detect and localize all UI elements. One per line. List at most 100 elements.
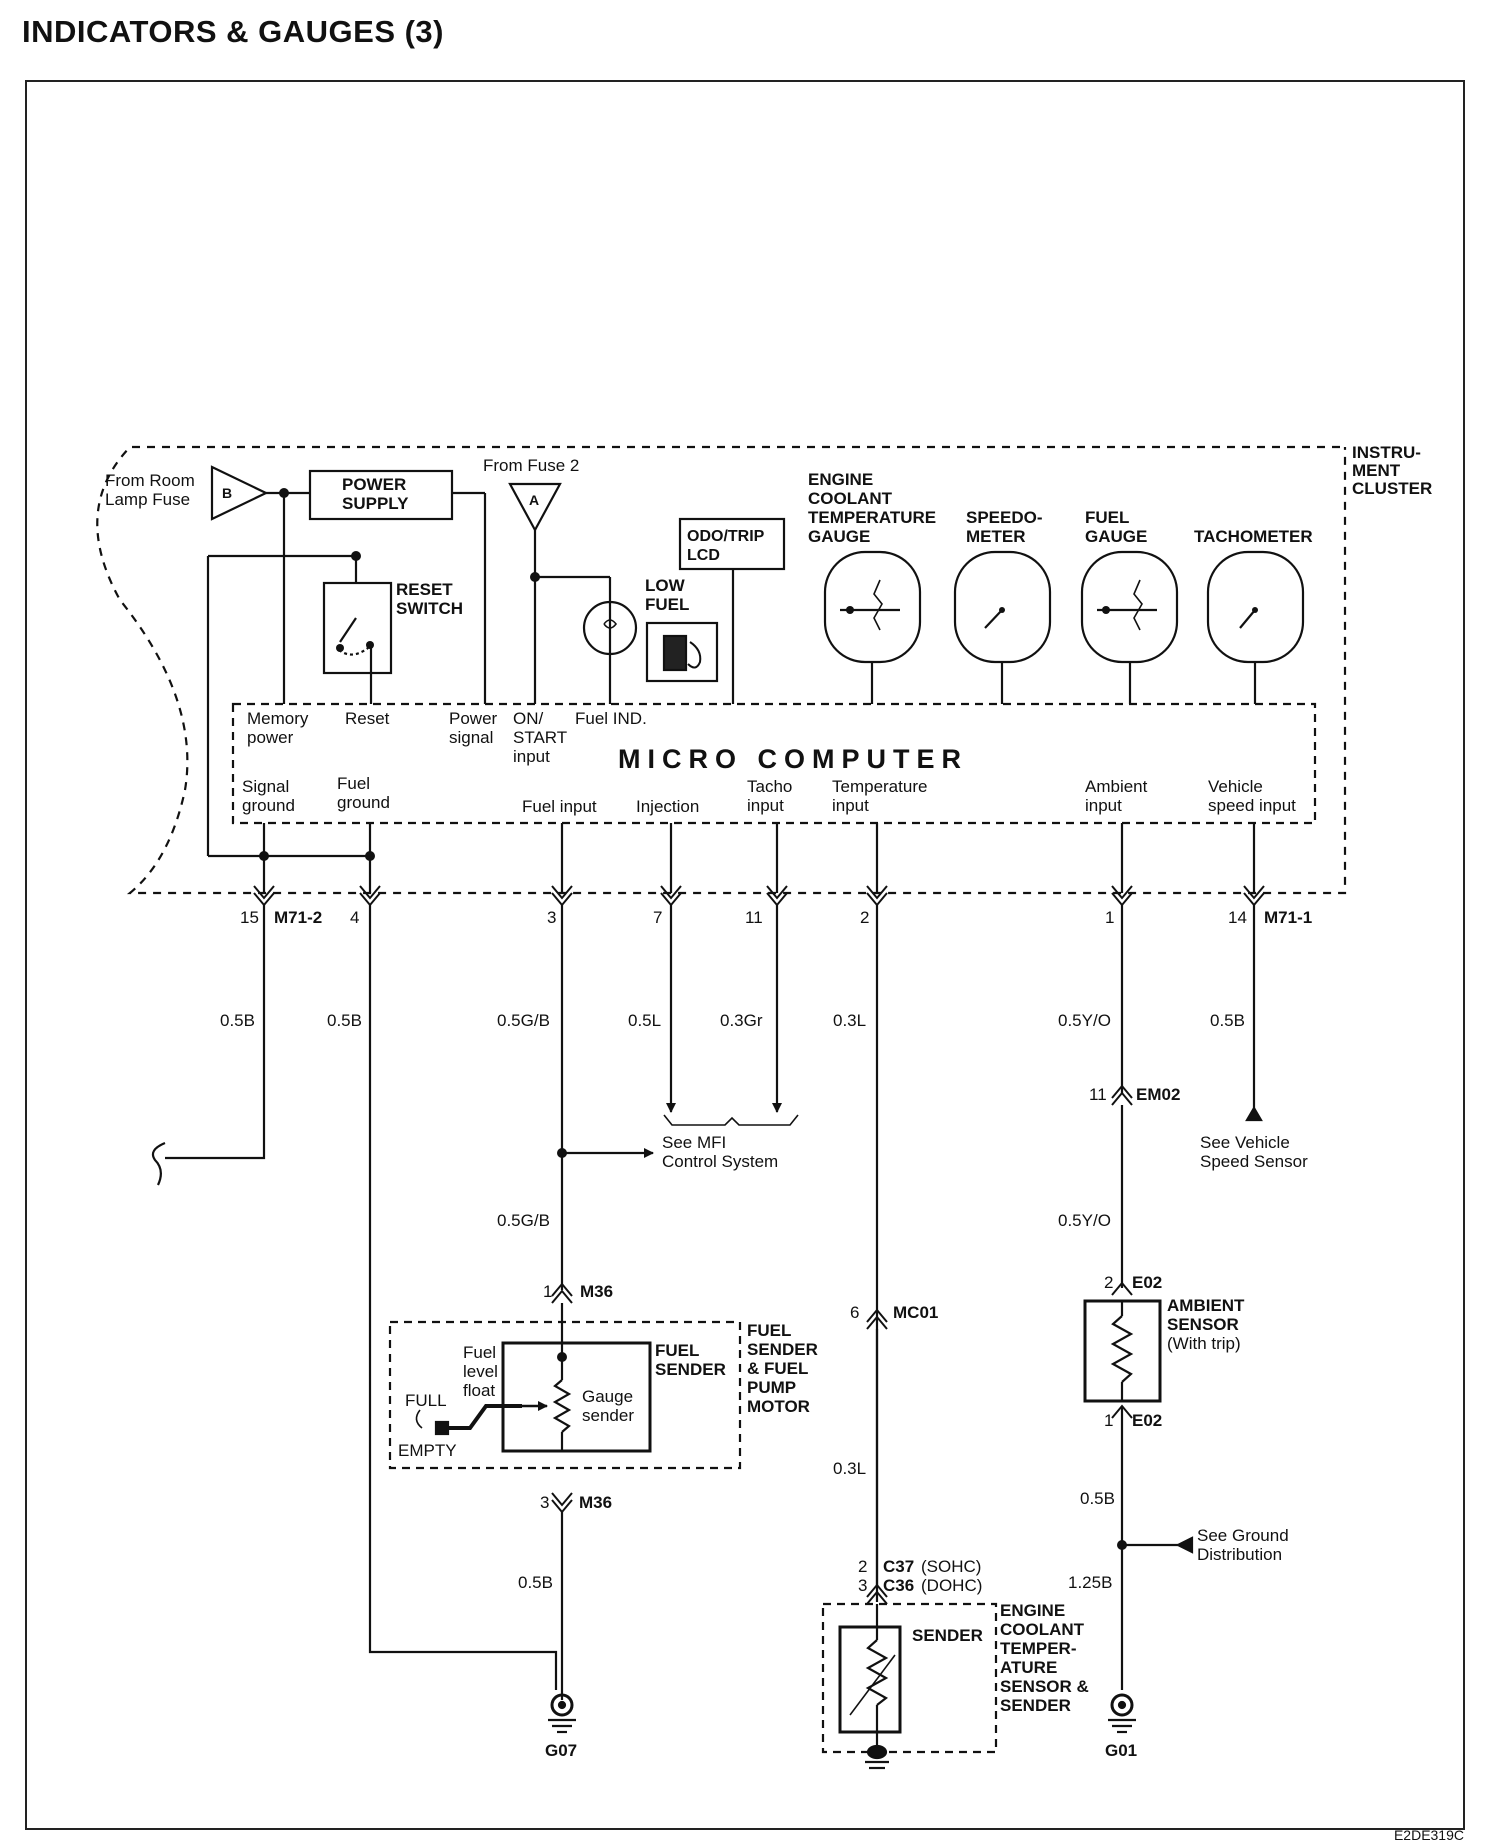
wire-2-label: 0.3L: [833, 1011, 866, 1030]
connector-a-label: A: [529, 492, 539, 508]
m36-top-pin: 1: [543, 1282, 552, 1301]
fuel-gauge-line1: FUEL: [1085, 508, 1129, 527]
fuel-ind-label: Fuel IND.: [575, 709, 647, 728]
speedo-line2: METER: [966, 527, 1026, 546]
fuel-ground-line1: Fuel: [337, 774, 370, 793]
gauge-sender-line2: sender: [582, 1406, 634, 1425]
ambient-sensor-line3: (With trip): [1167, 1334, 1241, 1353]
micro-computer-box: [231, 702, 1317, 825]
coolant-sender-box: [838, 1625, 902, 1734]
empty-label: EMPTY: [398, 1441, 457, 1460]
wire-1b-label: 0.5Y/O: [1058, 1211, 1111, 1230]
wire-15-label: 0.5B: [220, 1011, 255, 1030]
temperature-input-line1: Temperature: [832, 777, 927, 796]
connector-a-triangle: [508, 482, 562, 533]
coolant-sensor-line5: SENSOR &: [1000, 1677, 1089, 1696]
ground-g07-label: G07: [545, 1741, 577, 1760]
ambient-input-line1: Ambient: [1085, 777, 1148, 796]
tachometer-label: TACHOMETER: [1194, 527, 1313, 546]
ground-ref-line2: Distribution: [1197, 1545, 1282, 1564]
low-fuel-lamp: [582, 600, 638, 656]
figure-code: E2DE319C: [1393, 1827, 1464, 1843]
pin-2: 2: [860, 908, 869, 927]
tacho-input-line2: input: [747, 796, 784, 815]
injection-label: Injection: [636, 797, 699, 816]
diagram-frame: [25, 80, 1465, 1830]
from-fuse2-label: From Fuse 2: [483, 456, 579, 475]
connector-b-triangle: [210, 465, 269, 521]
ground-g07-symbol: [548, 1693, 576, 1734]
memory-power-line1: Memory: [247, 709, 309, 728]
cluster-title-line3: CLUSTER: [1352, 479, 1432, 498]
pin-3: 3: [547, 908, 556, 927]
pin-1: 1: [1105, 908, 1114, 927]
wire-2b-label: 0.3L: [833, 1459, 866, 1478]
vehicle-speed-input-line2: speed input: [1208, 796, 1296, 815]
power-supply-line1: POWER: [342, 475, 406, 494]
fuel-sender-box: [501, 1341, 652, 1453]
on-start-line2: START: [513, 728, 567, 747]
low-fuel-line1: LOW: [645, 576, 686, 595]
odo-trip-line2: LCD: [687, 547, 720, 564]
connector-m71-1: M71-1: [1264, 908, 1312, 927]
vehicle-speed-input-line1: Vehicle: [1208, 777, 1263, 796]
c36-name: C36: [883, 1576, 914, 1595]
coolant-gauge-line4: GAUGE: [808, 527, 870, 546]
pin-14: 14: [1228, 908, 1247, 927]
fuel-sender-dashed-box: [388, 1320, 742, 1470]
mfi-ref-line1: See MFI: [662, 1133, 726, 1152]
fuel-sender-comp-line1: FUEL: [747, 1321, 791, 1340]
reset-switch-line2: SWITCH: [396, 599, 463, 618]
wire-3b-label: 0.5G/B: [497, 1211, 550, 1230]
coolant-sensor-line4: ATURE: [1000, 1658, 1057, 1677]
wire-4-label: 0.5B: [327, 1011, 362, 1030]
c37-pin: 2: [858, 1557, 867, 1576]
reset-switch-line1: RESET: [396, 580, 453, 599]
wire-7-label: 0.5L: [628, 1011, 661, 1030]
wire-e02-label: 0.5B: [1080, 1489, 1115, 1508]
coolant-sender-box-label: SENDER: [912, 1626, 983, 1645]
e02-top-pin: 2: [1104, 1273, 1113, 1292]
micro-computer-title: MICRO COMPUTER: [618, 744, 968, 774]
cluster-title-line1: INSTRU-: [1352, 443, 1421, 462]
reset-label: Reset: [345, 709, 390, 728]
wire-14-label: 0.5B: [1210, 1011, 1245, 1030]
tacho-input-line1: Tacho: [747, 777, 792, 796]
fuel-sender-box-line1: FUEL: [655, 1341, 699, 1360]
fuel-float-line2: level: [463, 1362, 498, 1381]
m36-top-name: M36: [580, 1282, 613, 1301]
coolant-gauge-icon: [823, 550, 922, 704]
ambient-sensor-line1: AMBIENT: [1167, 1296, 1245, 1315]
full-label: FULL: [405, 1391, 447, 1410]
fuel-gauge-icon: [1080, 550, 1179, 704]
coolant-sensor-line3: TEMPER-: [1000, 1639, 1077, 1658]
coolant-sensor-dashed-box: [821, 1602, 998, 1754]
speedo-line1: SPEEDO-: [966, 508, 1043, 527]
gauge-sender-line1: Gauge: [582, 1387, 633, 1406]
c37-name: C37: [883, 1557, 914, 1576]
coolant-sensor-line1: ENGINE: [1000, 1601, 1065, 1620]
mc01-pin: 6: [850, 1303, 859, 1322]
coolant-gauge-line3: TEMPERATURE: [808, 508, 936, 527]
connector-m71-2: M71-2: [274, 908, 322, 927]
fuel-float-line1: Fuel: [463, 1343, 496, 1362]
tachometer-icon: [1206, 550, 1305, 704]
power-supply-box: [308, 469, 454, 521]
mfi-ref-line2: Control System: [662, 1152, 778, 1171]
em02-name: EM02: [1136, 1085, 1180, 1104]
ground-ref-line1: See Ground: [1197, 1526, 1289, 1545]
signal-ground-line2: ground: [242, 796, 295, 815]
wire-g01-label: 1.25B: [1068, 1573, 1112, 1592]
low-fuel-icon-box: [645, 621, 719, 683]
fuel-float-line3: float: [463, 1381, 495, 1400]
em02-pin: 11: [1089, 1085, 1107, 1104]
pin-15: 15: [240, 908, 259, 927]
on-start-line3: input: [513, 747, 550, 766]
page-title: INDICATORS & GAUGES (3): [22, 14, 444, 49]
on-start-line1: ON/: [513, 709, 544, 728]
pin-7: 7: [653, 908, 662, 927]
pin-4: 4: [350, 908, 359, 927]
fuel-sender-comp-line2: SENDER: [747, 1340, 818, 1359]
fuel-sender-comp-line5: MOTOR: [747, 1397, 810, 1416]
